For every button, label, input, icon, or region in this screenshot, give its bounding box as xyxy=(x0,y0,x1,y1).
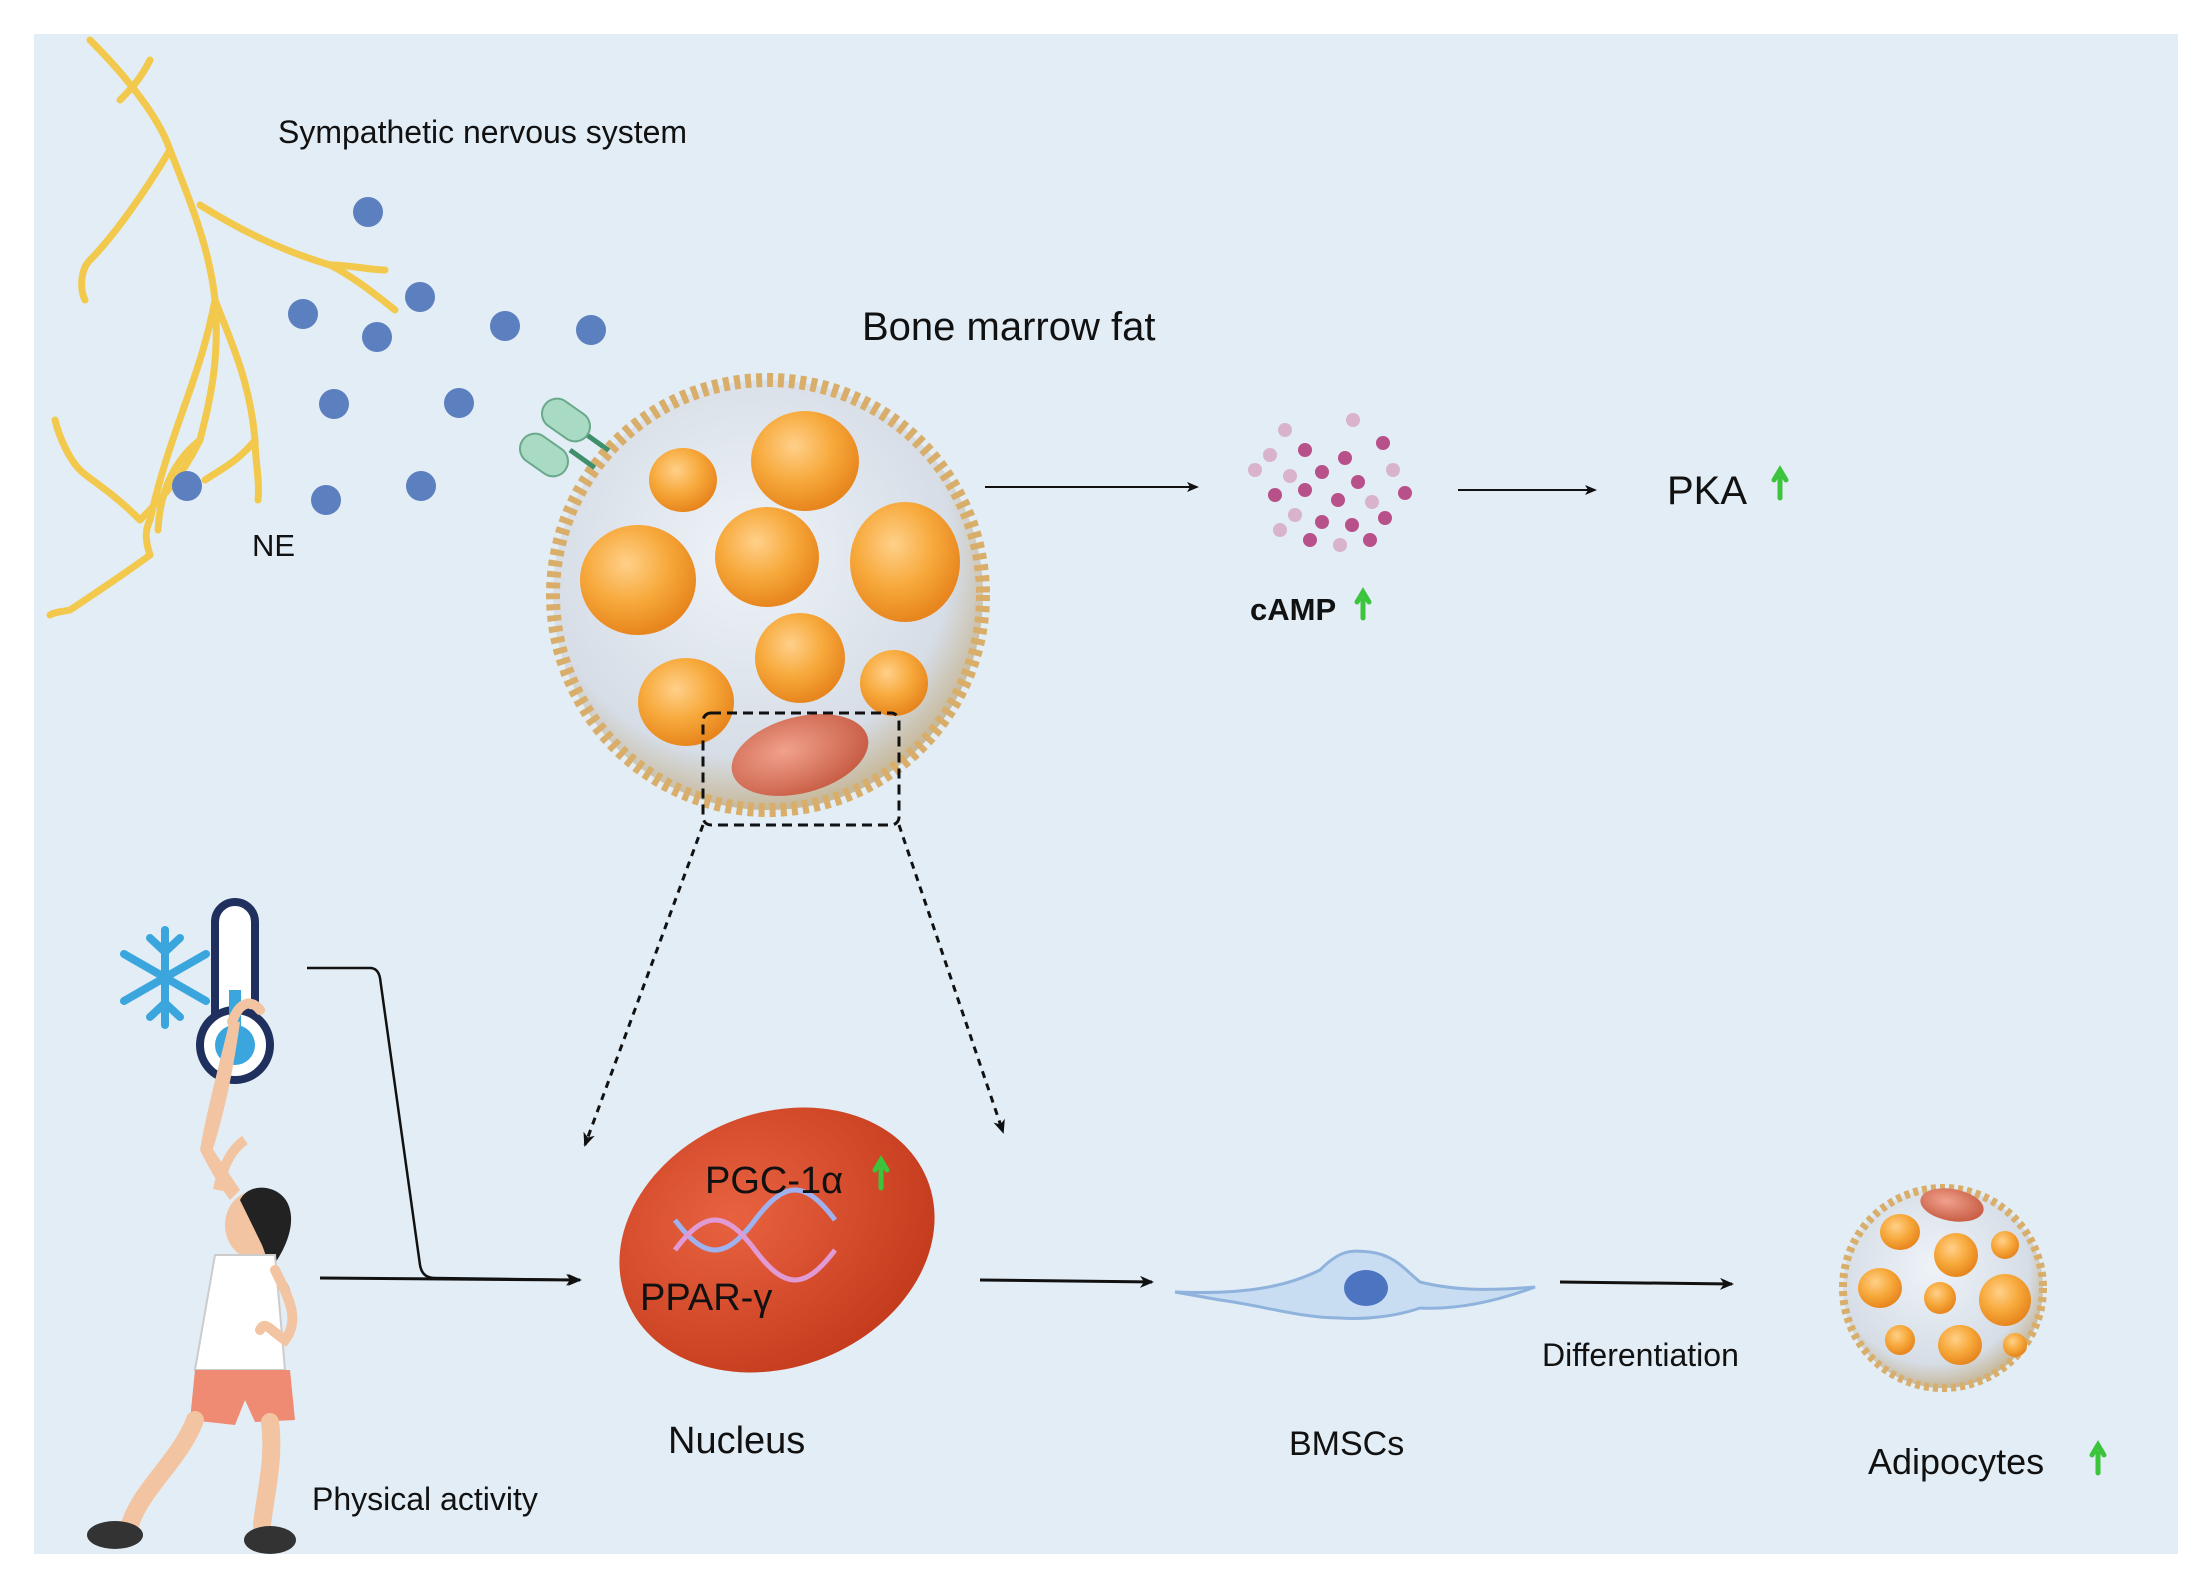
bone-marrow-fat-label: Bone marrow fat xyxy=(862,305,1155,349)
cell-nucleus-small xyxy=(731,714,869,796)
up-arrow-icon xyxy=(1354,587,1372,621)
lipid-droplet xyxy=(755,613,845,703)
ne-dot xyxy=(362,322,392,352)
snowflake-icon xyxy=(120,926,210,1029)
lipid-droplet xyxy=(850,502,960,622)
arrow-to-adipocyte xyxy=(1559,1277,1734,1290)
arrow-exercise-to-nucleus xyxy=(319,1273,582,1286)
up-arrow-icon xyxy=(1771,465,1789,501)
lipid-droplet xyxy=(638,658,734,746)
bmsc-cell xyxy=(1174,1249,1536,1320)
bone-marrow-fat-cell xyxy=(546,373,990,827)
up-arrow-icon xyxy=(872,1155,890,1191)
receptor-icon xyxy=(518,397,652,503)
ne-molecules xyxy=(172,197,606,515)
ppar-label: PPAR-γ xyxy=(640,1277,772,1319)
arrow-cold-to-nucleus xyxy=(307,966,580,1286)
lipid-droplet xyxy=(715,507,819,607)
ne-dot xyxy=(406,471,436,501)
zoom-arrow-right xyxy=(897,824,1005,1134)
pka-label: PKA xyxy=(1667,469,1747,513)
lipid-droplet xyxy=(649,448,717,512)
lipid-droplet xyxy=(751,411,859,511)
adipocytes-label: Adipocytes xyxy=(1868,1441,2044,1482)
differentiation-label: Differentiation xyxy=(1542,1337,1739,1373)
bmscs-label: BMSCs xyxy=(1289,1425,1404,1463)
zoom-box xyxy=(701,711,901,827)
physical-activity-label: Physical activity xyxy=(312,1481,538,1517)
ne-dot xyxy=(576,315,606,345)
ne-dot xyxy=(405,282,435,312)
pgc-label: PGC-1α xyxy=(705,1160,843,1202)
lipid-droplet xyxy=(580,525,696,635)
dna-icon xyxy=(673,1187,837,1283)
ne-dot xyxy=(353,197,383,227)
sympathetic-label: Sympathetic nervous system xyxy=(278,114,687,150)
camp-molecules xyxy=(1248,413,1412,552)
arrow-to-bmsc xyxy=(979,1275,1154,1288)
diagram-panel xyxy=(34,34,2178,1554)
ne-dot xyxy=(288,299,318,329)
nucleus-label: Nucleus xyxy=(668,1420,805,1462)
lipid-droplet xyxy=(860,650,928,716)
adipocyte-cell xyxy=(1839,1184,2047,1392)
nucleus xyxy=(619,1107,935,1373)
ne-label: NE xyxy=(252,528,295,563)
exercising-woman-icon xyxy=(87,998,298,1554)
ne-dot xyxy=(311,485,341,515)
up-arrow-icon xyxy=(2089,1440,2107,1476)
zoom-arrow-left xyxy=(583,824,705,1147)
camp-label: cAMP xyxy=(1250,592,1336,627)
ne-dot xyxy=(490,311,520,341)
ne-dot xyxy=(444,388,474,418)
ne-dot xyxy=(319,389,349,419)
nerve-icon xyxy=(46,36,399,619)
ne-dot xyxy=(172,471,202,501)
